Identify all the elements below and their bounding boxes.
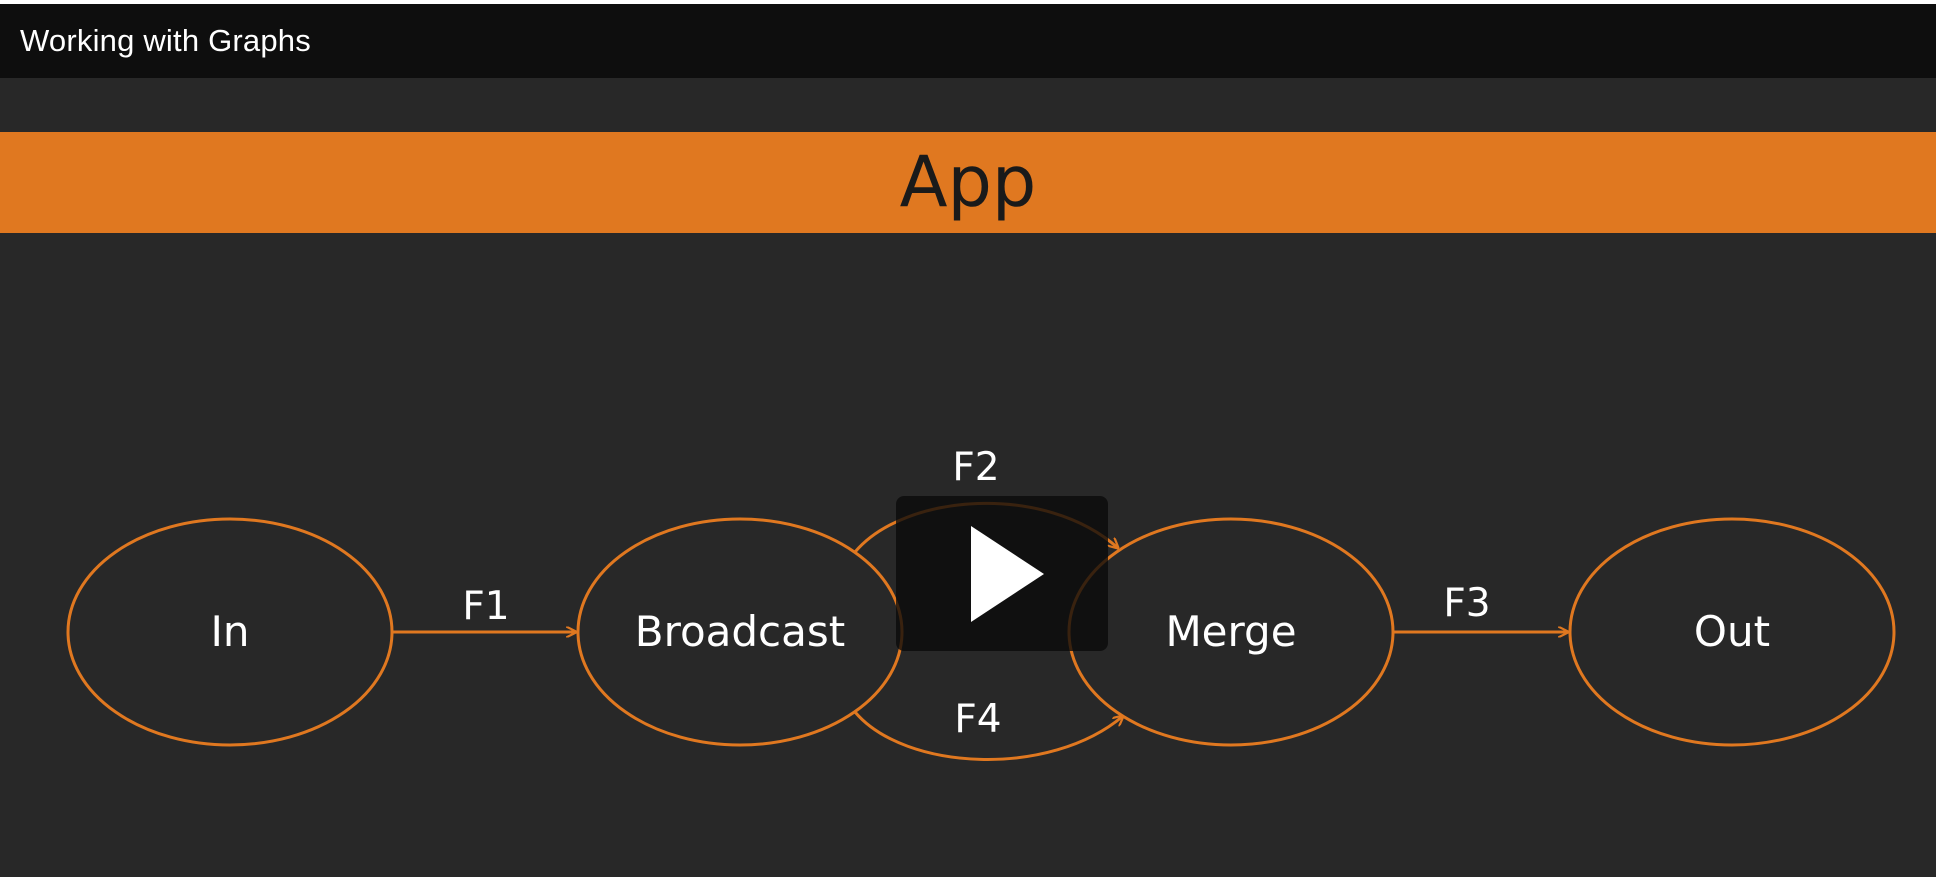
node-broadcast-label: Broadcast [635, 607, 845, 656]
app-banner-title: App [899, 141, 1037, 223]
play-button[interactable] [896, 496, 1108, 651]
node-merge: Merge [1067, 517, 1395, 747]
slide-content: App In Broadcast Merge [0, 78, 1936, 877]
node-in: In [66, 517, 394, 747]
edge-f1: F1 [392, 584, 576, 632]
edge-f4-label: F4 [954, 697, 1001, 742]
node-out: Out [1568, 517, 1896, 747]
node-out-shape [1568, 517, 1896, 747]
node-out-label: Out [1694, 607, 1770, 656]
edge-f4: F4 [853, 697, 1123, 761]
edge-f4-arrow [853, 711, 1123, 761]
play-icon [971, 526, 1044, 622]
app-banner: App [0, 132, 1936, 233]
node-broadcast: Broadcast [576, 517, 904, 747]
video-player[interactable]: Working with Graphs App In Broadcast [0, 4, 1936, 877]
flow-graph-diagram: In Broadcast Merge Out F1 F2 [66, 445, 1896, 761]
edge-f3-label: F3 [1443, 581, 1490, 626]
edge-f3: F3 [1393, 581, 1568, 632]
node-in-label: In [210, 607, 249, 656]
edge-f1-label: F1 [462, 584, 509, 629]
node-merge-label: Merge [1165, 607, 1296, 656]
edge-f2-label: F2 [952, 445, 999, 490]
video-title-bar: Working with Graphs [0, 4, 1936, 78]
video-title: Working with Graphs [20, 23, 311, 58]
